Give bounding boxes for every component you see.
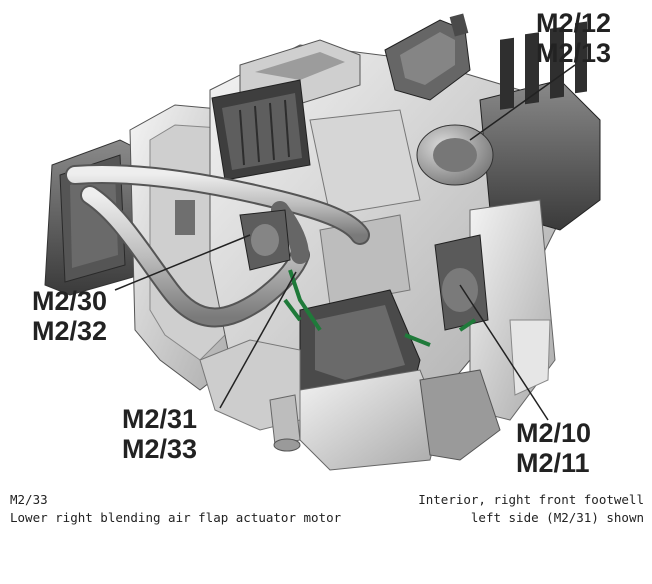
leader-lines <box>114 64 576 421</box>
leader-m2-31 <box>219 271 297 409</box>
green-linkages <box>283 269 477 347</box>
caption-description: Lower right blending air flap actuator m… <box>10 510 342 525</box>
caption-code: M2/33 <box>10 492 48 507</box>
leader-m2-30 <box>114 234 251 291</box>
caption-location: Interior, right front footwell <box>418 492 644 507</box>
callout-m2-31: M2/31 M2/33 <box>122 404 197 464</box>
caption-left: M2/33 Lower right blending air flap actu… <box>10 491 341 527</box>
leader-m2-10 <box>459 284 549 421</box>
callout-text: M2/30 <box>32 286 108 316</box>
lower-left-duct <box>199 339 301 452</box>
callout-text: M2/32 <box>32 316 108 346</box>
caption-right: Interior, right front footwell left side… <box>418 491 644 527</box>
coolant-pipes <box>65 164 370 328</box>
callout-text: M2/33 <box>122 434 198 464</box>
top-actuator <box>384 13 471 101</box>
callout-text: M2/11 <box>516 448 590 478</box>
callout-text: M2/12 <box>536 8 612 38</box>
leader-m2-12 <box>469 64 576 141</box>
caption-shown-note: left side (M2/31) shown <box>470 510 644 525</box>
callout-m2-10: M2/10 M2/11 <box>516 418 591 478</box>
callout-text: M2/10 <box>516 418 592 448</box>
actuator-m2-10 <box>434 234 489 331</box>
callout-m2-12: M2/12 M2/13 <box>536 8 611 68</box>
actuator-m2-12 <box>416 124 494 186</box>
callout-text: M2/31 <box>122 404 198 434</box>
callout-text: M2/13 <box>536 38 612 68</box>
callout-m2-30: M2/30 M2/32 <box>32 286 107 346</box>
actuator-m2-30 <box>239 209 291 271</box>
lower-housing <box>299 289 501 471</box>
